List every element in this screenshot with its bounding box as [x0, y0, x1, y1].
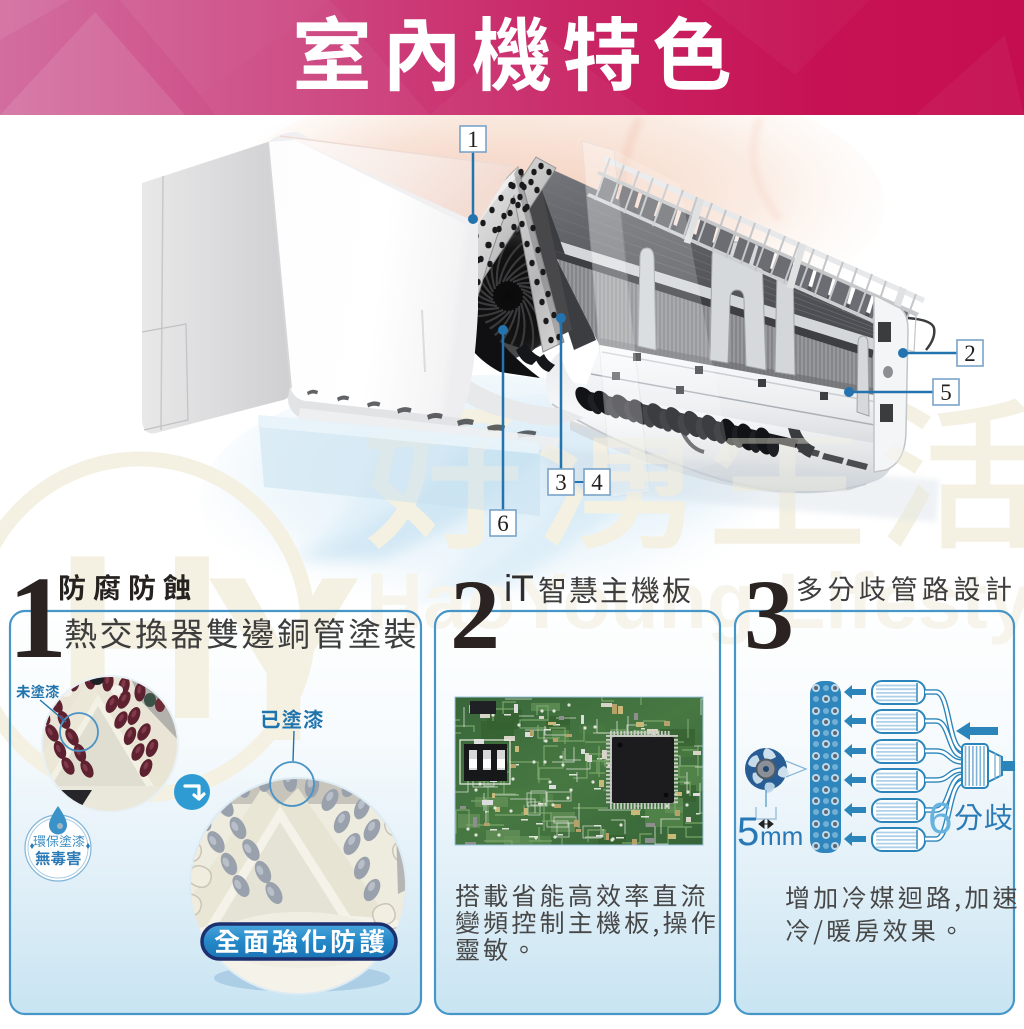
svg-text:3: 3	[744, 559, 794, 670]
svg-text:mm: mm	[760, 821, 803, 851]
svg-text:5: 5	[940, 380, 952, 405]
svg-text:2: 2	[964, 341, 976, 366]
svg-text:5: 5	[737, 810, 759, 854]
svg-text:3: 3	[555, 470, 567, 495]
svg-text:6: 6	[497, 511, 509, 536]
svg-text:1: 1	[467, 127, 479, 152]
svg-text:6: 6	[928, 794, 952, 843]
svg-text:Y: Y	[205, 527, 362, 790]
svg-text:HaoYoung Lifestyle: HaoYoung Lifestyle	[366, 556, 1024, 645]
svg-text:4: 4	[591, 470, 603, 495]
svg-text:1: 1	[8, 552, 67, 683]
svg-text:2: 2	[450, 559, 500, 670]
svg-text:iT: iT	[504, 568, 533, 609]
